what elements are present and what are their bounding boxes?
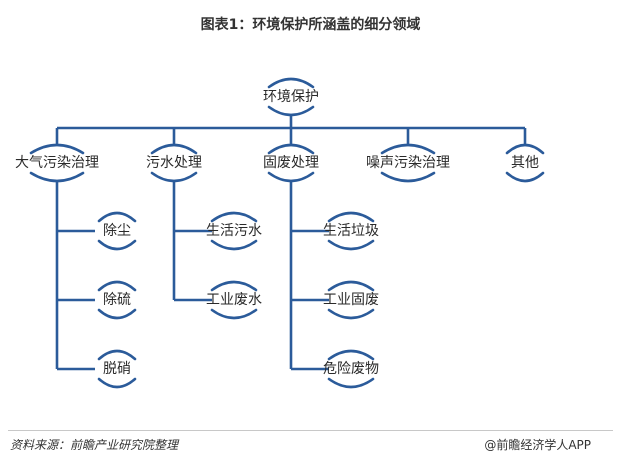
category-node-0-arc-bottom	[29, 171, 85, 183]
child-node-2-0-arc-bottom	[327, 239, 375, 251]
child-node-1-1-arc-bottom	[210, 308, 258, 320]
child-node-0-1-arc-bottom	[97, 308, 137, 320]
category-node-4-arc-top	[505, 143, 545, 155]
connector-lines	[55, 115, 527, 371]
child-node-0-1-arc-top	[97, 280, 137, 292]
chart-title: 图表1：环境保护所涵盖的细分领域	[200, 17, 421, 33]
root-node-arc-top	[267, 77, 315, 89]
source-note: 资料来源：前瞻产业研究院整理	[10, 438, 179, 452]
credit-note: @前瞻经济学人APP	[484, 438, 591, 452]
child-node-2-2-arc-top	[327, 349, 375, 361]
child-node-0-0-arc-bottom	[97, 239, 137, 251]
child-node-label-0-0: 除尘	[103, 223, 131, 239]
child-node-2-2-arc-bottom	[327, 377, 375, 389]
category-node-2-arc-top	[267, 143, 315, 155]
category-node-4-arc-bottom	[505, 171, 545, 183]
root-node-label: 环境保护	[263, 89, 319, 105]
footer-divider	[8, 430, 613, 431]
category-node-label-4: 其他	[511, 155, 539, 171]
category-node-3-arc-bottom	[380, 171, 436, 183]
child-node-1-1-arc-top	[210, 280, 258, 292]
child-node-2-1-arc-top	[327, 280, 375, 292]
category-node-label-1: 污水处理	[146, 155, 202, 171]
child-node-label-1-1: 工业废水	[206, 292, 262, 308]
category-node-1-arc-top	[150, 143, 198, 155]
category-node-label-2: 固废处理	[263, 155, 319, 171]
child-node-2-1-arc-bottom	[327, 308, 375, 320]
child-node-label-2-0: 生活垃圾	[323, 223, 379, 239]
child-node-0-2-arc-top	[97, 349, 137, 361]
category-node-label-0: 大气污染治理	[15, 155, 99, 171]
child-node-2-0-arc-top	[327, 211, 375, 223]
category-node-label-3: 噪声污染治理	[366, 155, 450, 171]
category-node-1-arc-bottom	[150, 171, 198, 183]
child-node-label-0-2: 脱硝	[103, 361, 131, 377]
root-node-arc-bottom	[267, 105, 315, 117]
child-node-label-0-1: 除硫	[103, 292, 131, 308]
child-node-0-0-arc-top	[97, 211, 137, 223]
category-node-3-arc-top	[380, 143, 436, 155]
child-node-label-1-0: 生活污水	[206, 223, 262, 239]
category-node-2-arc-bottom	[267, 171, 315, 183]
child-node-0-2-arc-bottom	[97, 377, 137, 389]
category-node-0-arc-top	[29, 143, 85, 155]
child-node-1-0-arc-top	[210, 211, 258, 223]
child-node-1-0-arc-bottom	[210, 239, 258, 251]
child-node-label-2-2: 危险废物	[323, 361, 379, 377]
child-node-label-2-1: 工业固废	[323, 292, 379, 308]
